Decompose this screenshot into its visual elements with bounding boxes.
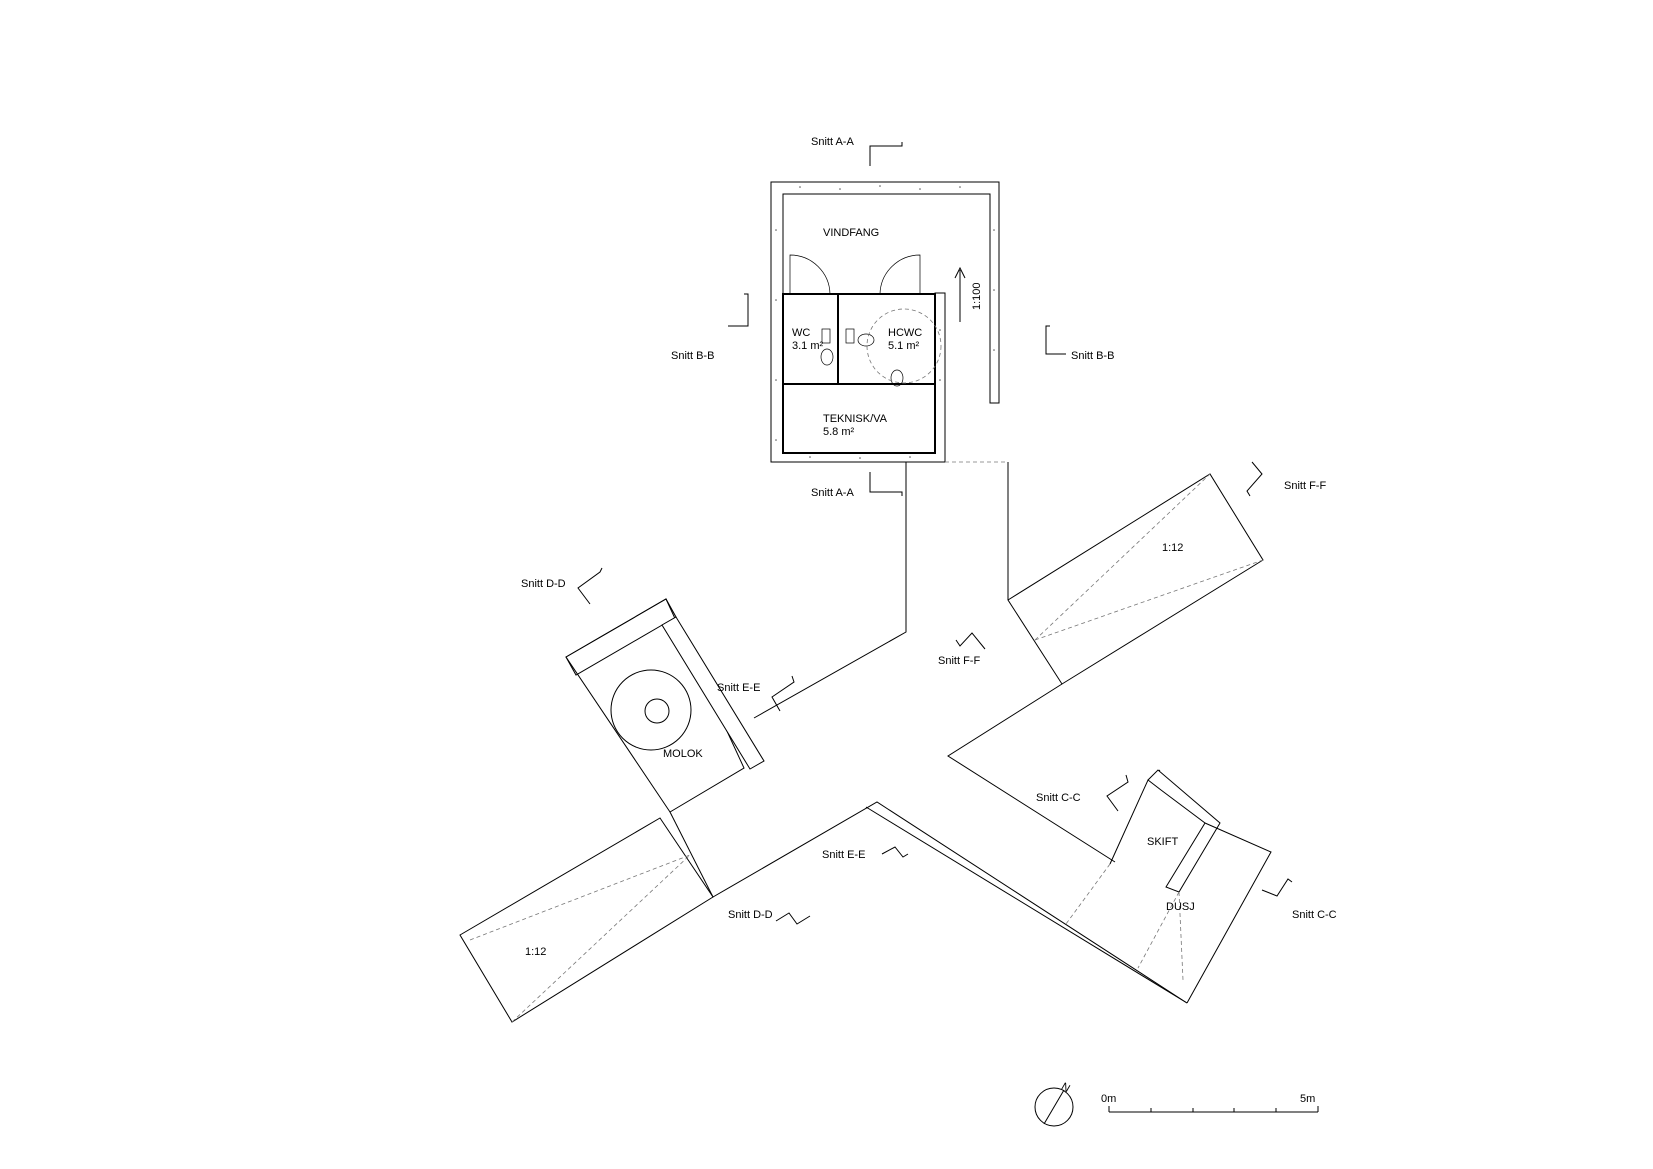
section-mark-b-right [1045,325,1066,355]
section-mark-d-bottom [775,912,811,925]
label-slope-right: 1:12 [1162,542,1183,554]
section-mark-c-right [1261,878,1293,897]
molok-inner [644,698,670,724]
door-hcwc [879,254,921,295]
section-mark-e-top [771,675,795,712]
label-molok: MOLOK [663,748,703,760]
section-label-f-center: Snitt F-F [938,655,980,667]
label-skift: SKIFT [1147,836,1178,848]
toilet-wc [820,328,834,366]
section-label-a-top: Snitt A-A [811,136,854,148]
section-label-c-right: Snitt C-C [1292,909,1337,921]
section-mark-e-bottom [881,846,909,858]
label-vindfang: VINDFANG [823,227,879,239]
label-teknisk: TEKNISK/VA [823,413,888,425]
section-label-d-top: Snitt D-D [521,578,566,590]
molok-outer [610,669,692,751]
label-dusj: DUSJ [1166,901,1195,913]
section-mark-d-top [577,567,603,605]
turning-circle [866,308,942,384]
section-label-a-bottom: Snitt A-A [811,487,854,499]
door-wc [789,254,831,295]
skift-wall [1147,769,1221,893]
north-circle [1034,1087,1074,1127]
north-needle [1043,1089,1065,1125]
label-wc: WC [792,327,810,339]
label-hcwc: HCWC [888,327,922,339]
scale-start-label: 0m [1101,1093,1116,1105]
section-label-e-top: Snitt E-E [717,682,760,694]
core-walls [782,293,936,454]
label-slope-left: 1:12 [525,946,546,958]
room-labels: VINDFANG WC 3.1 m² HCWC 5.1 m² TEKNISK/V… [525,227,1195,958]
label-teknisk-area: 5.8 m² [823,426,855,438]
section-mark-f-right [1246,461,1263,497]
section-label-b-left: Snitt B-B [671,350,714,362]
label-hcwc-area: 5.1 m² [888,340,920,352]
section-label-d-bottom: Snitt D-D [728,909,773,921]
deck-outline [459,455,1272,1023]
section-mark-a-top [869,142,903,166]
section-mark-f-center [955,632,986,650]
scale-end-label: 5m [1300,1093,1315,1105]
toilet-hcwc [845,328,904,387]
section-mark-a-bottom [869,472,903,496]
section-mark-c-left [1106,774,1129,812]
section-label-f-right: Snitt F-F [1284,480,1326,492]
label-slope-entry: 1:100 [971,282,983,310]
entry-ramp-arrow [954,266,966,322]
section-labels: Snitt A-A Snitt A-A Snitt B-B Snitt B-B … [521,136,1337,921]
north-arrow: N [1034,1081,1074,1127]
section-label-c-left: Snitt C-C [1036,792,1081,804]
section-label-b-right: Snitt B-B [1071,350,1114,362]
section-mark-b-left [728,293,749,327]
label-wc-area: 3.1 m² [792,340,824,352]
ramp-right [1007,473,1264,685]
section-label-e-bottom: Snitt E-E [822,849,865,861]
ramp-left [459,817,714,1023]
north-label: N [1059,1081,1072,1095]
section-markers [577,142,1293,925]
concrete-hatch [775,185,995,459]
scale-bar: 0m 5m [1101,1093,1319,1113]
